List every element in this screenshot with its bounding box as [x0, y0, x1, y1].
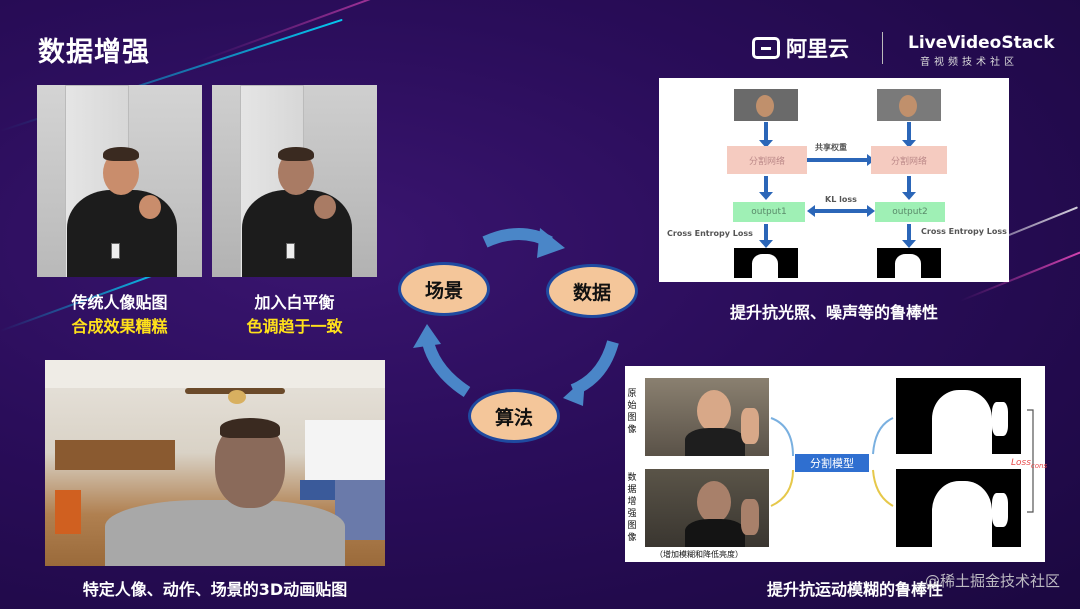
- diagram-panel-consistency: 分割网络 分割网络 共享权重 output1 output2 KL loss C…: [659, 78, 1009, 282]
- loss-subscript: cons: [1030, 461, 1048, 470]
- livevideostack-subtitle: 音视频技术社区: [920, 57, 1018, 68]
- aliyun-logo: 阿里云: [752, 33, 849, 63]
- mask-original: [896, 378, 1021, 454]
- caption-traditional: 传统人像贴图 合成效果糟糕: [37, 289, 202, 337]
- diagram-arrows: [759, 122, 916, 248]
- input-image-left: [734, 89, 798, 121]
- kl-loss-label: KL loss: [825, 195, 857, 204]
- input-image-right: [877, 89, 941, 121]
- aliyun-mark-icon: [752, 37, 780, 59]
- photo-traditional-composite: [37, 85, 202, 277]
- slide-title: 数据增强: [38, 37, 150, 68]
- diagram-panel-motion-blur: 原始图像 数据增强图像 （增加模糊和降低亮度） 分割模型 Losscons: [625, 366, 1047, 562]
- mask-output-right: [877, 248, 941, 278]
- seg-network-left: 分割网络: [727, 146, 807, 174]
- cycle-arrows: [413, 228, 619, 406]
- original-frame: [645, 378, 769, 456]
- cross-entropy-label-left: Cross Entropy Loss: [667, 229, 753, 238]
- loss-label: Loss: [1011, 458, 1031, 468]
- caption-motion-blur: 提升抗运动模糊的鲁棒性: [766, 580, 943, 599]
- node-data: 数据: [546, 264, 638, 318]
- arrow-head-icon: [537, 228, 565, 258]
- label-augmented-image: 数据增强图像: [627, 473, 637, 543]
- aliyun-logo-text: 阿里云: [786, 37, 849, 61]
- photo-3d-animation: [45, 360, 385, 566]
- label-original-image: 原始图像: [627, 389, 637, 435]
- caption-3d-animation: 特定人像、动作、场景的3D动画贴图: [82, 580, 348, 599]
- caption-traditional-line2: 合成效果糟糕: [71, 317, 168, 336]
- output1-box: output1: [733, 202, 805, 222]
- caption-consistency: 提升抗光照、噪声等的鲁棒性: [729, 303, 938, 322]
- caption-traditional-line1: 传统人像贴图: [71, 293, 168, 312]
- output2-box: output2: [875, 202, 945, 222]
- segmentation-model-box: 分割模型: [795, 454, 869, 472]
- caption-white-balance-line2: 色调趋于一致: [246, 317, 343, 336]
- photo-white-balance: [212, 85, 377, 277]
- arrow-head-icon: [563, 378, 585, 406]
- mask-output-left: [734, 248, 798, 278]
- loss-cons-label: Losscons: [1011, 458, 1047, 470]
- caption-white-balance: 加入白平衡 色调趋于一致: [212, 289, 377, 337]
- augmented-frame: [645, 469, 769, 547]
- arrow-algorithm-to-scene: [421, 336, 471, 398]
- node-algorithm: 算法: [468, 389, 560, 443]
- mask-augmented: [896, 469, 1021, 547]
- arrow-data-to-algorithm: [570, 340, 619, 396]
- node-scene: 场景: [398, 262, 490, 316]
- watermark: @稀土掘金技术社区: [924, 572, 1060, 590]
- caption-white-balance-line1: 加入白平衡: [254, 293, 335, 312]
- arrow-head-icon: [413, 324, 441, 348]
- livevideostack-logo: LiveVideoStack: [908, 33, 1055, 53]
- seg-network-right: 分割网络: [871, 146, 947, 174]
- logo-divider: [882, 32, 883, 64]
- cross-entropy-label-right: Cross Entropy Loss: [921, 227, 1007, 236]
- augmentation-note: （增加模糊和降低亮度）: [655, 550, 743, 559]
- shared-weights-label: 共享权重: [815, 143, 847, 152]
